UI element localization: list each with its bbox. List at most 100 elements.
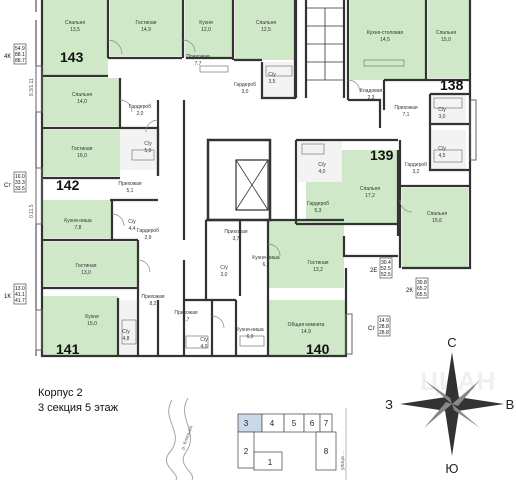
- room-name: С/у: [144, 141, 152, 147]
- room-name: Спальня: [72, 92, 92, 98]
- room-name: С/у: [438, 146, 446, 152]
- floor-caption: 3 секция 5 этаж: [38, 402, 118, 414]
- room-area: 5,0: [145, 148, 152, 154]
- svg-text:28.8: 28.8: [379, 330, 389, 336]
- room-area: 13,2: [313, 267, 323, 273]
- section-3-highlighted: [237, 413, 263, 433]
- section-6: 6: [310, 419, 315, 428]
- svg-text:2Е: 2Е: [370, 268, 377, 274]
- compass-label-west: З: [385, 397, 393, 412]
- room-area: 3,0: [439, 114, 446, 120]
- svg-text:2К: 2К: [406, 288, 413, 294]
- room-area: 3,5: [269, 79, 276, 85]
- room-area: 4,8: [123, 336, 130, 342]
- room-name: Кухня: [199, 20, 213, 26]
- room-area: 5,1: [127, 188, 134, 194]
- svg-text:33.5: 33.5: [15, 186, 25, 192]
- room-area: 8,2: [150, 301, 157, 307]
- svg-text:Ст: Ст: [368, 326, 375, 332]
- apartment-number-139: 139: [370, 147, 394, 163]
- room-name: Гостиная: [76, 263, 97, 269]
- room-name: Кухня-ниша: [252, 255, 280, 261]
- room-area: 2,9: [145, 235, 152, 241]
- apartment-number-143: 143: [60, 49, 84, 65]
- tag-studio-140: Ст 14.9 28.8 28.8: [368, 315, 391, 337]
- svg-text:30.8: 30.8: [417, 280, 427, 286]
- svg-text:30.4: 30.4: [381, 260, 391, 266]
- svg-text:65.2: 65.2: [417, 286, 427, 292]
- room-name: Гардероб: [405, 162, 427, 168]
- compass-needle-north: [445, 352, 459, 404]
- compass: С Ю З В: [385, 335, 514, 476]
- room-name: Прихожая: [394, 105, 417, 111]
- section-2: 2: [244, 447, 249, 456]
- room-area: 15,6: [432, 218, 442, 224]
- apartment-number-140: 140: [306, 341, 330, 357]
- svg-text:88.1: 88.1: [15, 52, 25, 58]
- building-caption: Корпус 2: [38, 387, 83, 399]
- room-area: 4,4: [129, 226, 136, 232]
- room-name: С/у: [128, 219, 136, 225]
- room-labels: Спальня13,5Гостиная14,9Кухня12,0Спальня1…: [64, 20, 456, 350]
- tag-4k: 4К 54.9 88.1 88.7: [4, 43, 27, 65]
- room-name: Гостиная: [308, 260, 329, 266]
- room-name: С/у: [318, 162, 326, 168]
- section-8: 8: [324, 447, 329, 456]
- room-name: С/у: [268, 72, 276, 78]
- room-name: Гостиная: [136, 20, 157, 26]
- svg-text:65.5: 65.5: [417, 292, 427, 298]
- room-area: 7,7: [195, 61, 202, 67]
- apartment-numbers: 143 142 141 140 139 138: [56, 49, 464, 357]
- room-area: 15,0: [441, 37, 451, 43]
- room-name: С/у: [220, 265, 228, 271]
- room-name: С/у: [438, 107, 446, 113]
- apartment-number-138: 138: [440, 77, 464, 93]
- svg-text:13.0: 13.0: [15, 286, 25, 292]
- apartment-tags: 4К 54.9 88.1 88.7 Ст 16.0 33.3 33.5 1К 1…: [4, 43, 429, 337]
- room-name: Общая комната: [288, 322, 325, 328]
- compass-label-east: В: [506, 397, 515, 412]
- svg-text:33.3: 33.3: [15, 180, 25, 186]
- compass-needle-east: [452, 397, 504, 411]
- svg-text:14.9: 14.9: [379, 318, 389, 324]
- room-area: 14,9: [301, 329, 311, 335]
- tag-1k: 1К 13.0 41.1 41.7: [4, 283, 27, 305]
- compass-needle-south: [445, 404, 459, 456]
- room-name: Прихожая: [118, 181, 141, 187]
- room-name: Прихожая: [141, 294, 164, 300]
- room-name: Спальня: [360, 186, 380, 192]
- room-area: 12,5: [261, 27, 271, 33]
- road-label: улица ...: [340, 451, 346, 470]
- room-name: Прихожая: [186, 54, 209, 60]
- river: р. Клязьма: [165, 397, 195, 480]
- compass-label-north: С: [447, 335, 456, 350]
- room-area: 17,2: [365, 193, 375, 199]
- section-5: 5: [292, 419, 297, 428]
- svg-text:16.0: 16.0: [15, 174, 25, 180]
- room-name: С/у: [200, 337, 208, 343]
- tag-studio-142: Ст 16.0 33.3 33.5: [4, 171, 27, 193]
- svg-text:52.5: 52.5: [381, 272, 391, 278]
- room-area: 3,2: [413, 169, 420, 175]
- room-name: Спальня: [65, 20, 85, 26]
- room-name: Кладовая: [360, 88, 383, 94]
- section-key: 3 4 5 6 7 2 1 8: [237, 413, 337, 471]
- room-area: 6,1: [263, 262, 270, 268]
- section-7: 7: [324, 419, 329, 428]
- room-area: 14,5: [380, 37, 390, 43]
- room-area: 7,8: [75, 225, 82, 231]
- room-area: 3,0: [221, 272, 228, 278]
- room-area: 15,0: [87, 321, 97, 327]
- apartment-number-141: 141: [56, 341, 80, 357]
- room-name: Кухня-ниша: [64, 218, 92, 224]
- room-area: 3,7: [233, 236, 240, 242]
- room-area: 13,0: [81, 270, 91, 276]
- tag-2e: 2Е 30.4 52.5 52.5: [370, 257, 393, 279]
- axis-marker-upper: 8.3/1.11: [29, 78, 35, 96]
- room-area: 14,0: [77, 99, 87, 105]
- room-name: Кухня-ниша: [236, 327, 264, 333]
- room-name: Кухня: [85, 314, 99, 320]
- room-area: 14,9: [141, 27, 151, 33]
- svg-text:Ст: Ст: [4, 183, 11, 189]
